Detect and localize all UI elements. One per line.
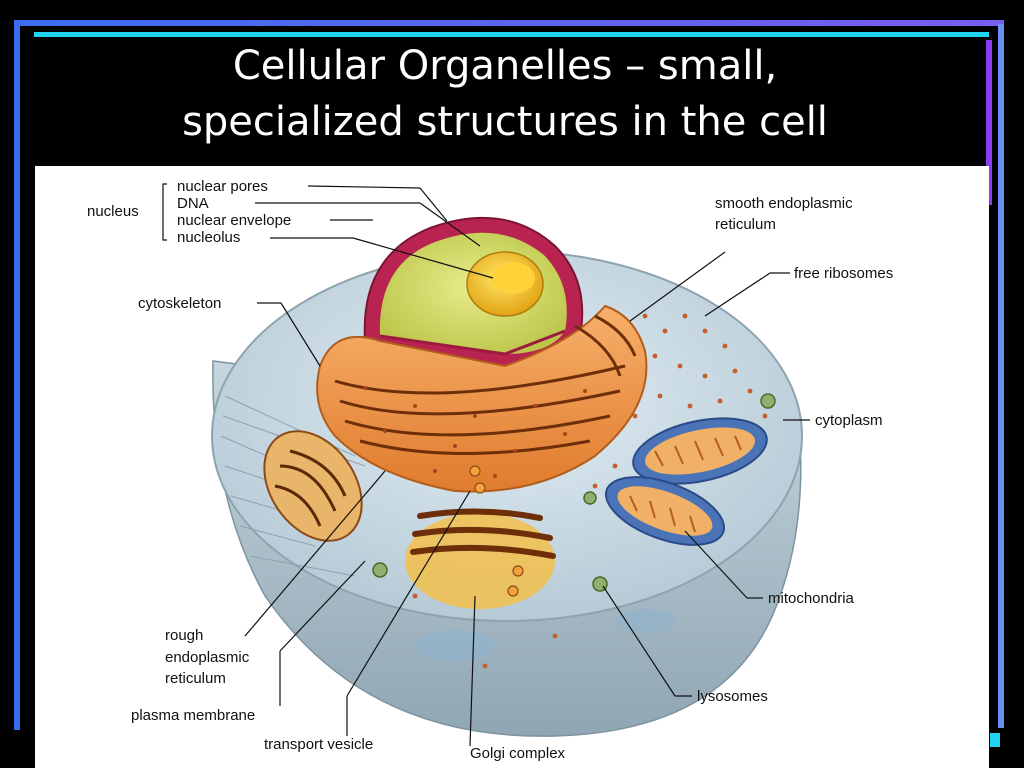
right-accent-bar-blue xyxy=(998,24,1004,728)
cell-diagram: nucleus nuclear pores DNA nuclear envelo… xyxy=(87,178,893,762)
left-organelle xyxy=(263,430,363,542)
nucleus xyxy=(363,217,584,368)
label-dna: DNA xyxy=(177,195,209,212)
cell-diagram-panel: nucleus nuclear pores DNA nuclear envelo… xyxy=(35,166,989,768)
label-golgi-complex: Golgi complex xyxy=(470,745,566,762)
label-transport-vesicle: transport vesicle xyxy=(264,736,373,753)
label-free-ribosomes: free ribosomes xyxy=(794,265,893,282)
slide-title: Cellular Organelles – small, specialized… xyxy=(40,38,970,150)
top-accent-bar xyxy=(14,20,1004,26)
label-plasma-membrane: plasma membrane xyxy=(131,707,255,724)
label-cytoskeleton: cytoskeleton xyxy=(138,295,221,312)
label-smooth-er-line2: reticulum xyxy=(715,216,776,233)
golgi-complex-shape xyxy=(405,465,556,609)
label-rough-er-line2: endoplasmic xyxy=(165,649,250,666)
rough-er xyxy=(316,304,648,493)
membrane-pocket-2 xyxy=(615,609,675,633)
left-accent-bar xyxy=(14,20,20,730)
label-nuclear-pores: nuclear pores xyxy=(177,178,268,195)
membrane-pocket-1 xyxy=(415,630,495,662)
lysosome-shapes xyxy=(372,393,776,592)
label-rough-er-line1: rough xyxy=(165,627,203,644)
bottom-accent-bar xyxy=(990,733,1000,747)
label-nucleolus: nucleolus xyxy=(177,229,240,246)
label-mitochondria: mitochondria xyxy=(768,590,855,607)
label-rough-er-line3: reticulum xyxy=(165,670,226,687)
label-lysosomes: lysosomes xyxy=(697,688,768,705)
nucleolus-highlight xyxy=(491,262,535,294)
title-line-2: specialized structures in the cell xyxy=(182,99,828,145)
label-cytoplasm: cytoplasm xyxy=(815,412,883,429)
title-line-1: Cellular Organelles – small, xyxy=(232,43,778,89)
label-nucleus: nucleus xyxy=(87,203,139,220)
label-nuclear-envelope: nuclear envelope xyxy=(177,212,291,229)
nucleus-cut-face xyxy=(379,329,566,356)
leader-lines xyxy=(162,183,810,747)
label-smooth-er-line1: smooth endoplasmic xyxy=(715,195,853,212)
top-accent-bar-cyan xyxy=(34,32,989,37)
right-accent-bar-purple xyxy=(986,40,992,205)
mitochondria-shapes xyxy=(604,417,768,546)
